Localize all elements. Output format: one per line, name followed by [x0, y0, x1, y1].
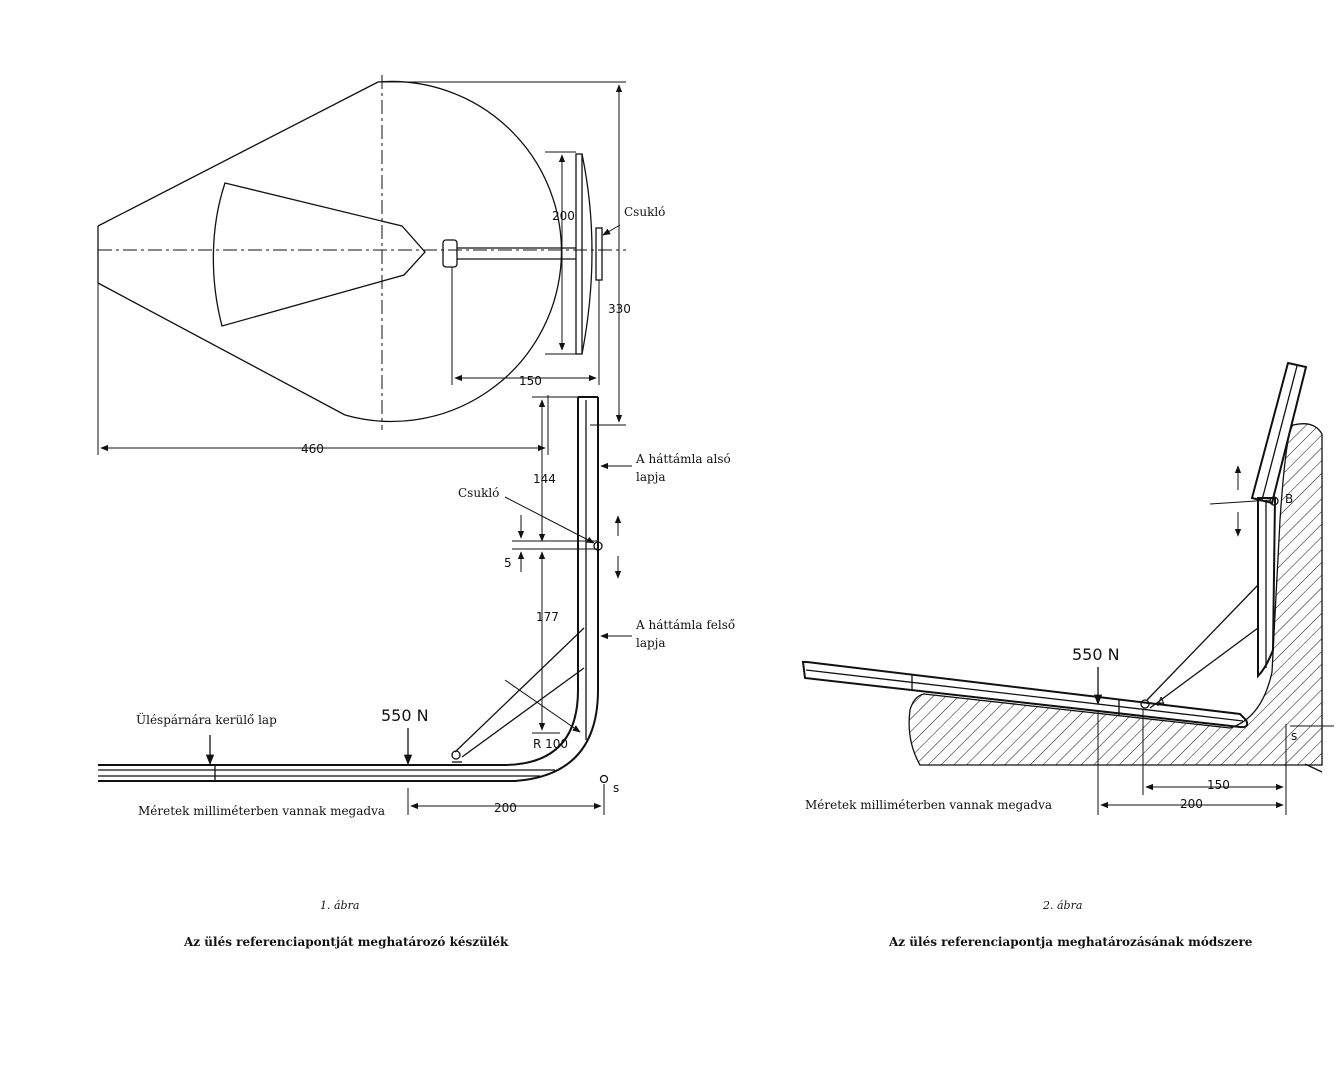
torso-outline — [97, 75, 626, 430]
figure-2: 550 N A B s 150 200 Méretek milliméterbe… — [801, 361, 1334, 949]
point-b-label: B — [1285, 492, 1293, 506]
dim-r100: R 100 — [533, 737, 568, 751]
dim-177: 177 — [536, 610, 559, 624]
shaft-assembly — [442, 153, 603, 355]
inner-wedge — [212, 182, 426, 327]
label-hattamla-also-line1: A háttámla alsó — [635, 452, 731, 466]
dimensions-fig2 — [1093, 667, 1287, 815]
units-note-2: Méretek milliméterben vannak megadva — [805, 798, 1052, 812]
caption-number-1: 1. ábra — [320, 899, 359, 912]
dim-150: 150 — [519, 374, 542, 388]
dim-460: 460 — [301, 442, 324, 456]
figure-1: 200 330 150 460 144 5 177 R 100 200 550 … — [97, 75, 735, 949]
point-s-label: s — [613, 781, 619, 795]
hinge-b-arrows — [1209, 465, 1272, 537]
label-csuklo-top: Csukló — [624, 205, 665, 219]
leaders — [504, 224, 632, 640]
label-ulesparna: Üléspárnára kerülő lap — [136, 711, 277, 727]
seat-body-hatched — [908, 423, 1334, 773]
back-plate — [1146, 361, 1308, 709]
units-note-1: Méretek milliméterben vannak megadva — [138, 804, 385, 818]
label-hattamla-also-line2: lapja — [636, 470, 666, 484]
dim-200: 200 — [552, 209, 575, 223]
dim-5: 5 — [504, 556, 512, 570]
force-label-2: 550 N — [1072, 645, 1120, 664]
label-csuklo-mid: Csukló — [458, 486, 499, 500]
dim-200-fig2: 200 — [1180, 797, 1203, 811]
point-s-label-2: s — [1291, 729, 1297, 743]
dim-150-fig2: 150 — [1207, 778, 1230, 792]
force-label: 550 N — [381, 706, 429, 725]
dimensions-top — [97, 81, 626, 455]
dim-200-bottom: 200 — [494, 801, 517, 815]
caption-title-1: Az ülés referenciapontját meghatározó ké… — [183, 935, 509, 949]
point-a-label: A — [1157, 695, 1166, 709]
label-hattamla-felso-line2: lapja — [636, 636, 666, 650]
seat-plate — [801, 661, 1249, 729]
caption-title-2: Az ülés referenciapontja meghatározásána… — [888, 935, 1253, 949]
label-hattamla-felso-line1: A háttámla felső — [635, 618, 735, 632]
seat-frame — [98, 396, 609, 784]
caption-number-2: 2. ábra — [1042, 899, 1082, 912]
dimensions-bottom — [205, 396, 622, 815]
dim-330: 330 — [608, 302, 631, 316]
dim-144: 144 — [533, 472, 556, 486]
